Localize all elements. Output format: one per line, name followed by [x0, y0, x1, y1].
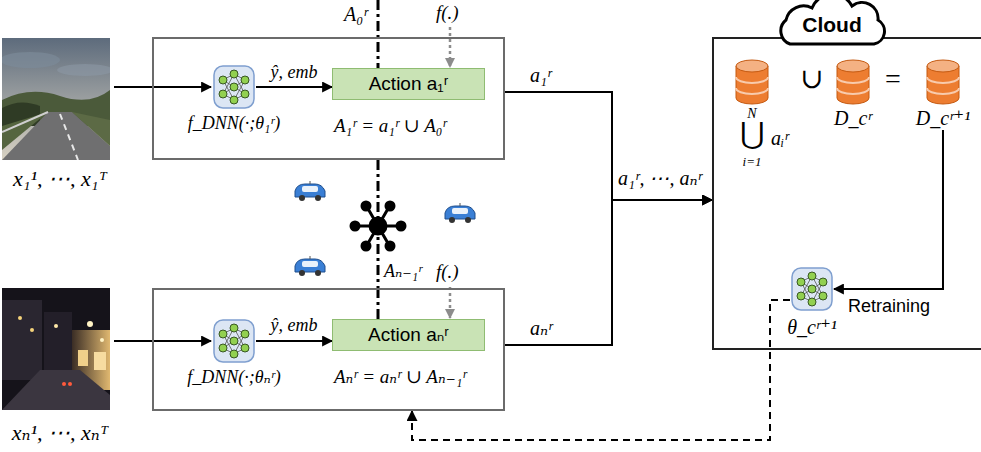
input-frames: x₁¹, ⋯, x₁ᵀ	[13, 166, 107, 192]
dnn-icon	[212, 64, 256, 110]
edge-label: a₁ʳ	[530, 63, 551, 87]
edge-label: ŷ, emb	[271, 62, 318, 84]
policy-arrow	[449, 27, 452, 67]
action-set: A₀ʳ	[344, 2, 368, 26]
node-text: Aₙʳ = aₙʳ ∪ Aₙ₋₁ʳ	[334, 366, 467, 389]
connector	[256, 340, 332, 342]
edge-label: aₙʳ	[530, 316, 553, 340]
database: D_cʳ⁺¹	[916, 58, 970, 130]
vehicle-icon	[295, 256, 325, 276]
shared-set-line	[377, 288, 380, 319]
policy-arrow	[449, 287, 452, 318]
node-text: f_DNN(·;θ₁ʳ)	[188, 113, 281, 135]
policy-function: f(.)	[436, 261, 459, 284]
input-arrow	[114, 86, 211, 88]
network-hub	[351, 202, 405, 250]
database-cylinder	[925, 58, 961, 106]
node-text: Cloud	[802, 12, 861, 37]
connector	[505, 200, 712, 345]
input-frames: xₙ¹, ⋯, xₙᵀ	[12, 420, 108, 446]
dnn-icon	[212, 318, 256, 364]
uploaded-actions: a₁ʳ, ⋯, aₙʳ	[618, 166, 702, 190]
connector	[256, 86, 332, 88]
dnn-model: f_DNN(·;θ₁ʳ)	[212, 64, 256, 110]
database-cylinder	[835, 58, 871, 106]
dnn-model: f_DNN(·;θₙʳ)	[212, 318, 256, 364]
vehicle-box: f_DNN(·;θₙʳ) Action aₙʳAₙʳ = aₙʳ ∪ Aₙ₋₁ʳ	[152, 288, 505, 411]
node-text: A₁ʳ = a₁ʳ ∪ A₀ʳ	[334, 115, 447, 138]
equals-operator: =	[885, 62, 901, 96]
node-text: ⋃	[740, 116, 765, 152]
node-text: i=1	[743, 154, 762, 170]
edge-label: ŷ, emb	[271, 315, 318, 337]
dnn-icon	[790, 266, 834, 312]
connector	[505, 92, 712, 200]
database: N⋃i=1aᵢʳ	[732, 58, 806, 174]
input-arrow	[114, 340, 211, 342]
node-text: Action aₙʳ	[368, 324, 449, 347]
street-photo	[2, 288, 110, 410]
shared-set-line	[377, 0, 380, 68]
node-text: Action a₁ʳ	[369, 73, 449, 96]
action-box: Action a₁ʳ	[332, 68, 485, 100]
node-text: θ_cʳ⁺¹	[787, 315, 837, 339]
dnn-model: θ_cʳ⁺¹	[790, 266, 834, 312]
connector	[834, 130, 943, 289]
cloud-box: N⋃i=1aᵢʳD_cʳD_cʳ⁺¹θ_cʳ⁺¹Cloud	[712, 38, 981, 350]
vehicle-box: f_DNN(·;θ₁ʳ) Action a₁ʳA₁ʳ = a₁ʳ ∪ A₀ʳ	[152, 37, 505, 160]
union-operator: ∪	[800, 62, 823, 96]
road-photo	[2, 38, 110, 160]
vehicle-icon	[295, 181, 325, 201]
action-box: Action aₙʳ	[332, 319, 485, 351]
node-text: D_cʳ	[834, 106, 872, 130]
vehicle-icon	[445, 203, 475, 223]
database-cylinder	[734, 58, 770, 106]
policy-function: f(.)	[436, 2, 459, 25]
database: D_cʳ	[834, 58, 872, 130]
action-set: Aₙ₋₁ʳ	[384, 261, 422, 283]
node-text: aᵢʳ	[771, 126, 789, 150]
edge-label: Retraining	[848, 296, 930, 318]
node-text: f_DNN(·;θₙʳ)	[187, 367, 281, 389]
node-text: D_cʳ⁺¹	[916, 106, 970, 130]
